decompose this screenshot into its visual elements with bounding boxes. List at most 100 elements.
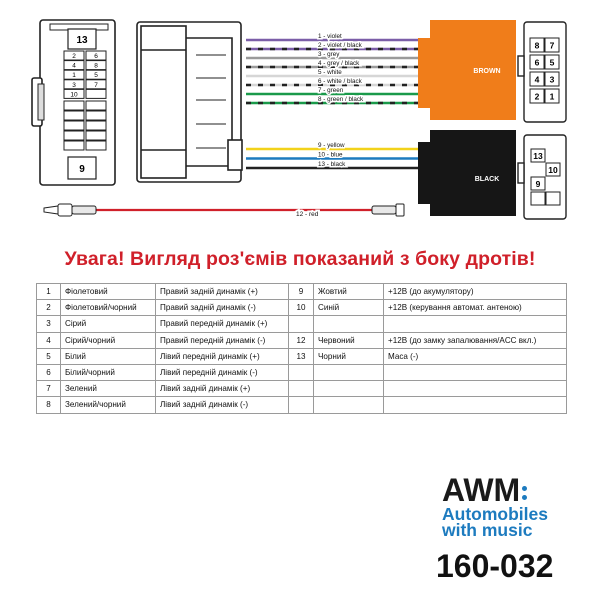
left-pin-cell [63, 69, 85, 80]
brown-pin-number: 8 [535, 41, 540, 51]
logo-line-1: Automobiles [442, 504, 548, 524]
brown-pin-number: 6 [535, 58, 540, 68]
left-pin-cell [85, 79, 107, 90]
black-pin-10: 10 [548, 165, 558, 175]
brown-pin-number: 1 [550, 92, 555, 102]
left-pin-number: 2 [72, 53, 76, 60]
pin-number: 1 [36, 282, 61, 301]
brown-pin-number: 2 [535, 92, 540, 102]
top-wire-label: 1 - violet [318, 33, 342, 40]
pin-number: 12 [288, 331, 314, 349]
wire-color [313, 363, 384, 382]
left-pin-empty-cell [63, 140, 85, 151]
wire-function: Правий передній динамік (+) [155, 315, 289, 333]
top-wire-label: 5 - white [318, 69, 342, 76]
brown-pin-cell [529, 88, 545, 104]
wire-function: Правий задній динамік (+) [155, 282, 289, 301]
left-pin-cell [85, 69, 107, 80]
wire-color [313, 315, 384, 333]
wire-function [383, 396, 567, 414]
left-pin-empty-cell [85, 100, 107, 111]
bottom-wire-label: 13 - black [318, 161, 346, 168]
wire-color: Фіолетовий/чорний [60, 299, 156, 317]
left-pin-cell [85, 60, 107, 71]
left-pin-number: 1 [72, 72, 76, 79]
pin-number: 4 [36, 331, 61, 349]
wire-color: Сірий/чорний [60, 331, 156, 349]
brown-pin-cell [544, 37, 560, 53]
male-terminal [43, 203, 97, 217]
left-pin-number: 5 [94, 72, 98, 79]
black-connector-body [430, 130, 516, 216]
wire-function [383, 315, 567, 333]
left-pin-number: 10 [70, 91, 78, 98]
pin-number [288, 380, 314, 398]
female-terminal [371, 203, 405, 217]
left-pin-cell [85, 88, 107, 99]
left-pin-number: 8 [94, 63, 98, 70]
wiring-diagram: 1 3 9 2 6 4 8 1 5 3 7 10 1 - violet 2 - violet / b… [31, 19, 567, 220]
awm-logo: AWM Automobiles with music [442, 474, 548, 540]
left-pin-empty-cell [85, 130, 107, 141]
wire-color [313, 380, 384, 398]
left-pin-empty-cell [63, 120, 85, 131]
wire-function: Лівий передній динамік (+) [155, 347, 289, 365]
brown-pin-cell [529, 71, 545, 87]
wire-color [313, 396, 384, 414]
black-pin-face [517, 134, 567, 220]
logo-colon-icon [522, 482, 528, 504]
black-pin-9: 9 [536, 179, 541, 189]
brown-connector-tab [418, 38, 432, 108]
wire-function: Маса (-) [383, 347, 567, 365]
pin-number [288, 363, 314, 382]
bottom-wire-label: 9 - yellow [318, 142, 345, 149]
top-wire-label: 4 - grey / black [318, 60, 360, 67]
top-wire-label: 8 - green / black [318, 96, 364, 103]
left-pin-empty-cell [63, 100, 85, 111]
left-pin-cell [63, 79, 85, 90]
left-pin-cell [63, 50, 85, 61]
part-number: 160-032 [436, 548, 554, 584]
brown-pin-number: 4 [535, 75, 540, 85]
pin-number: 7 [36, 380, 61, 398]
bottom-wire-label: 10 - blue [318, 151, 343, 158]
wire-color: Білий/чорний [60, 363, 156, 382]
left-pin-number: 7 [94, 82, 98, 89]
brown-pin-number: 5 [550, 58, 555, 68]
wire-function: +12В (до акумулятору) [383, 282, 567, 301]
brown-pin-number: 3 [550, 75, 555, 85]
top-wire-label: 3 - grey [318, 51, 340, 58]
top-wire-label: 7 - green [318, 87, 344, 94]
left-pin-empty-cell [63, 110, 85, 121]
left-pin-empty-cell [85, 120, 107, 131]
left-pin-number: 4 [72, 63, 76, 70]
wire-color: Сірий [60, 315, 156, 333]
left-pin-number: 3 [72, 82, 76, 89]
left-pin-cell [63, 88, 85, 99]
brown-pin-cell [529, 54, 545, 70]
pin-number: 10 [288, 299, 314, 317]
logo-line-2: with music [442, 520, 533, 540]
top-wire-label: 2 - violet / black [318, 42, 363, 49]
pin-number [288, 396, 314, 414]
pin-number: 9 [288, 282, 314, 301]
red-wire-assembly: 12 - red [43, 203, 405, 220]
pin-number: 2 [36, 299, 61, 317]
wire-function: Лівий задній динамік (+) [155, 380, 289, 398]
brown-pin-cell [544, 71, 560, 87]
wire-function: Лівий передній динамік (-) [155, 363, 289, 382]
warning-notice: Увага! Вигляд роз'ємів показаний з боку … [64, 248, 536, 270]
brown-pin-cell [529, 37, 545, 53]
pin-number: 8 [36, 396, 61, 414]
wire-bundle-top: 1 - violet 2 - violet / black 3 - grey 4 - … [246, 31, 418, 104]
wire-color: Синій [313, 299, 384, 317]
